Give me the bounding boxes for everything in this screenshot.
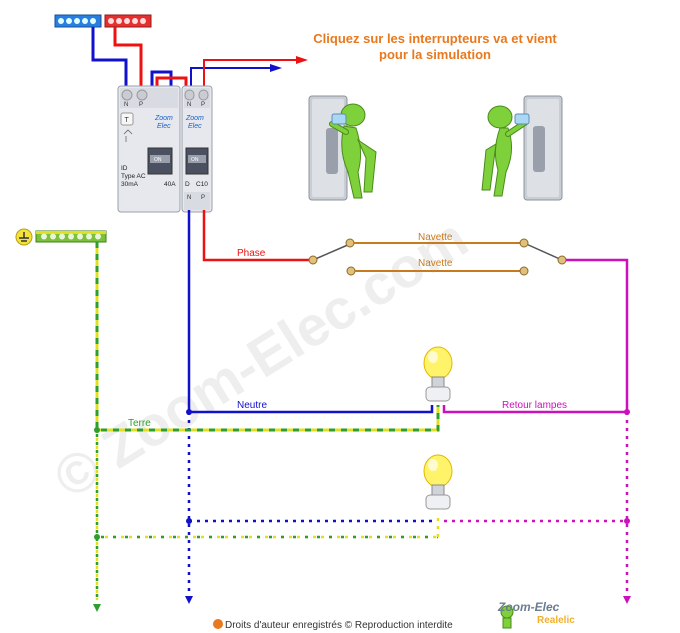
supply-phase-wire [113,27,143,88]
cb-terminal-n: N [187,102,191,108]
outgoing-neutral-wire [190,67,270,88]
instruction-line-1: Cliquez sur les interrupteurs va et vien… [313,31,557,46]
retour-lampes-wire [442,258,629,414]
diff-label-type: Type AC [121,173,146,180]
copyright-text: Droits d'auteur enregistrés © Reproducti… [225,620,453,631]
diff-rating: 40A [164,181,176,188]
copyright-badge-icon [213,619,223,629]
test-button[interactable] [120,112,134,126]
instruction-text: Cliquez sur les interrupteurs va et vien… [300,31,570,63]
switch-figure-left[interactable] [308,95,377,201]
circuit-breaker[interactable]: N P Zoom Elec ON D C10 N P [181,85,213,213]
cb-brand: Zoom [185,115,204,122]
lamp-2 [423,454,453,510]
switch-figure-right[interactable] [481,95,563,201]
navette-1-label: Navette [418,232,453,243]
instruction-line-2: pour la simulation [379,47,491,62]
diff-brand: Elec [157,123,171,130]
cb-brand: Elec [188,123,202,130]
earth-terminal-bar [15,228,107,246]
terre-label: Terre [128,418,151,429]
diff-brand: Zoom [154,115,173,122]
lamp-1 [423,346,453,402]
neutre-label: Neutre [237,400,267,411]
neutre-wire [187,210,434,414]
cb-rating: C10 [196,181,208,188]
outgoing-phase-wire [203,59,296,88]
cb-label-d: D [185,181,190,188]
navette-2-label: Navette [418,258,453,269]
retour-label: Retour lampes [502,400,567,411]
zoom-elec-logo-mark [500,605,514,629]
diff-terminal-n: N [124,102,128,108]
supply-neutral-wire [91,27,128,88]
logo-text[interactable]: Zoom-Elec [498,600,560,614]
diff-toggle-label: ON [154,157,162,163]
diff-label-sensitivity: 30mA [121,181,139,188]
cb-terminal-p: P [201,102,205,108]
switch-left-contacts[interactable] [308,238,356,276]
phase-terminal-bar [104,14,152,28]
diff-terminal-p: P [139,102,143,108]
diff-label-id: ID [121,165,128,172]
bridge-phase-wire [155,76,188,88]
differential-breaker[interactable]: N P T Zoom Elec ON ID Type AC 30mA 40A [117,85,181,213]
bridge-neutral-wire [150,70,173,88]
logo-subtext: Realelic [537,615,575,626]
test-button-label: T [125,117,130,124]
cb-bottom-p: P [201,195,205,201]
neutral-terminal-bar [54,14,102,28]
terre-wire [93,242,440,612]
phase-label: Phase [237,248,266,259]
phase-wire [202,210,313,262]
copyright-footer: Droits d'auteur enregistrés © Reproducti… [213,619,453,631]
switch-right-contacts[interactable] [519,238,567,276]
cb-bottom-n: N [187,195,191,201]
cb-toggle-label: ON [191,157,199,163]
